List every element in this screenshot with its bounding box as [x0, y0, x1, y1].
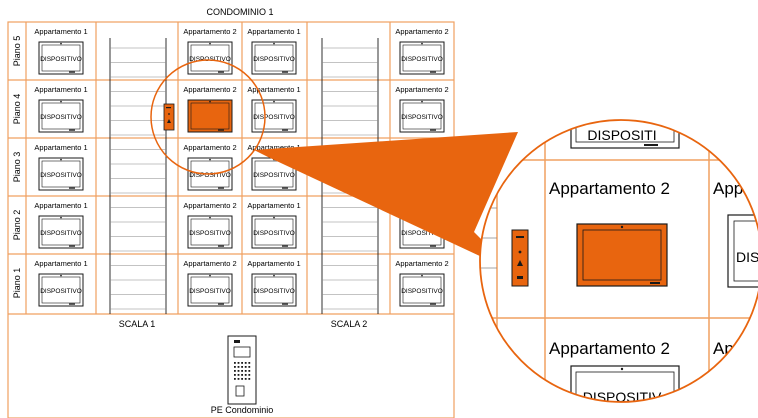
apartment-label: Appartamento 2 [395, 27, 448, 36]
zoom-apartment-label-lower: Appartamento 2 [549, 339, 670, 358]
device-label: DISPOSITIVO [40, 56, 82, 63]
device-monitor: DISPOSITIVO [38, 215, 84, 249]
device-label: DISPOSITIVO [253, 288, 295, 295]
magnifier-ring [150, 59, 266, 175]
device-label: DISPOSITIVO [253, 230, 295, 237]
apartment-label: Appartamento 1 [247, 201, 300, 210]
door-panel-highlight [163, 103, 175, 131]
zoom-door-panel [511, 229, 529, 287]
device-monitor: DISPOSITIVO [38, 41, 84, 75]
device-label: DISPOSITIVO [189, 288, 231, 295]
device-monitor: DISPOSITIVO [251, 99, 297, 133]
zoom-device-bottom: DISPOSITIV [570, 365, 680, 405]
device-label: DISPOSITIVO [40, 114, 82, 121]
svg-text:DISPOSITIV: DISPOSITIV [583, 389, 662, 405]
apartment-label: Appartamento 1 [34, 85, 87, 94]
apartment-label: Appartamento 1 [34, 201, 87, 210]
apartment-label: Appartamento 1 [34, 143, 87, 152]
zoom-apartment-label: Appartamento 2 [549, 179, 670, 198]
svg-text:DIS: DIS [736, 249, 758, 265]
device-label: DISPOSITIVO [253, 172, 295, 179]
zoom-apartment-label-partial: App [713, 179, 743, 198]
entrance-display [233, 346, 251, 358]
entrance-camera-icon [234, 340, 240, 343]
device-label: DISPOSITIVO [40, 172, 82, 179]
entrance-panel [227, 335, 257, 405]
device-monitor: DISPOSITIVO [38, 273, 84, 307]
floor-label: Piano 2 [12, 210, 22, 241]
device-label: DISPOSITIVO [253, 56, 295, 63]
apartment-label: Appartamento 1 [34, 27, 87, 36]
zoom-view: DISPOSITI Appartamento 2 App DIS Appar [480, 120, 758, 405]
device-monitor: DISPOSITIVO [187, 273, 233, 307]
device-label: DISPOSITIVO [253, 114, 295, 121]
device-label: DISPOSITIVO [189, 172, 231, 179]
floor-label: Piano 4 [12, 94, 22, 125]
zoom-beam [254, 132, 518, 272]
highlighted-monitor [187, 99, 233, 133]
zoom-device-right: DIS [727, 214, 758, 288]
device-label: DISPOSITIVO [401, 114, 443, 121]
floor-label: Piano 5 [12, 36, 22, 67]
device-monitor: DISPOSITIVO [251, 41, 297, 75]
device-monitor: DISPOSITIVO [187, 41, 233, 75]
device-label: DISPOSITIVO [40, 288, 82, 295]
device-monitor: DISPOSITIVO [38, 157, 84, 191]
device-monitor: DISPOSITIVO [251, 273, 297, 307]
device-monitor: DISPOSITIVO [187, 215, 233, 249]
zoom-apartment-label-lower-partial: App [713, 339, 743, 358]
device-label: DISPOSITIVO [401, 288, 443, 295]
entrance-keypad [234, 362, 251, 380]
device-label: DISPOSITIVO [401, 56, 443, 63]
device-monitor: DISPOSITIVO [251, 215, 297, 249]
device-label: DISPOSITIVO [40, 230, 82, 237]
device-monitor: DISPOSITIVO [399, 273, 445, 307]
apartment-label: Appartamento 2 [395, 85, 448, 94]
apartment-label: Appartamento 2 [395, 259, 448, 268]
apartment-label: Appartamento 1 [247, 259, 300, 268]
apartment-label: Appartamento 2 [183, 27, 236, 36]
svg-text:DISPOSITI: DISPOSITI [587, 127, 656, 143]
apartment-label: Appartamento 1 [34, 259, 87, 268]
apartment-label: Appartamento 1 [247, 143, 300, 152]
device-monitor: DISPOSITIVO [399, 41, 445, 75]
device-monitor: DISPOSITIVO [38, 99, 84, 133]
entrance-badge-reader [235, 385, 245, 397]
device-monitor: DISPOSITIVO [399, 99, 445, 133]
apartment-label: Appartamento 1 [247, 85, 300, 94]
building-title: CONDOMINIO 1 [206, 7, 273, 17]
apartment-label: Appartamento 2 [183, 143, 236, 152]
floor-label: Piano 3 [12, 152, 22, 183]
device-label: DISPOSITIVO [189, 230, 231, 237]
device-label: DISPOSITIVO [401, 230, 443, 237]
stair-label-1: SCALA 1 [119, 319, 156, 329]
apartment-label: Appartamento 2 [183, 201, 236, 210]
zoom-highlight-monitor [576, 223, 668, 287]
stair-label-2: SCALA 2 [331, 319, 368, 329]
entrance-panel-label: PE Condominio [211, 405, 274, 415]
apartment-label: Appartamento 2 [183, 85, 236, 94]
floor-label: Piano 1 [12, 268, 22, 299]
zoom-ring [479, 119, 758, 403]
apartment-label: Appartamento 1 [247, 27, 300, 36]
apartment-label: Appartamento 2 [183, 259, 236, 268]
